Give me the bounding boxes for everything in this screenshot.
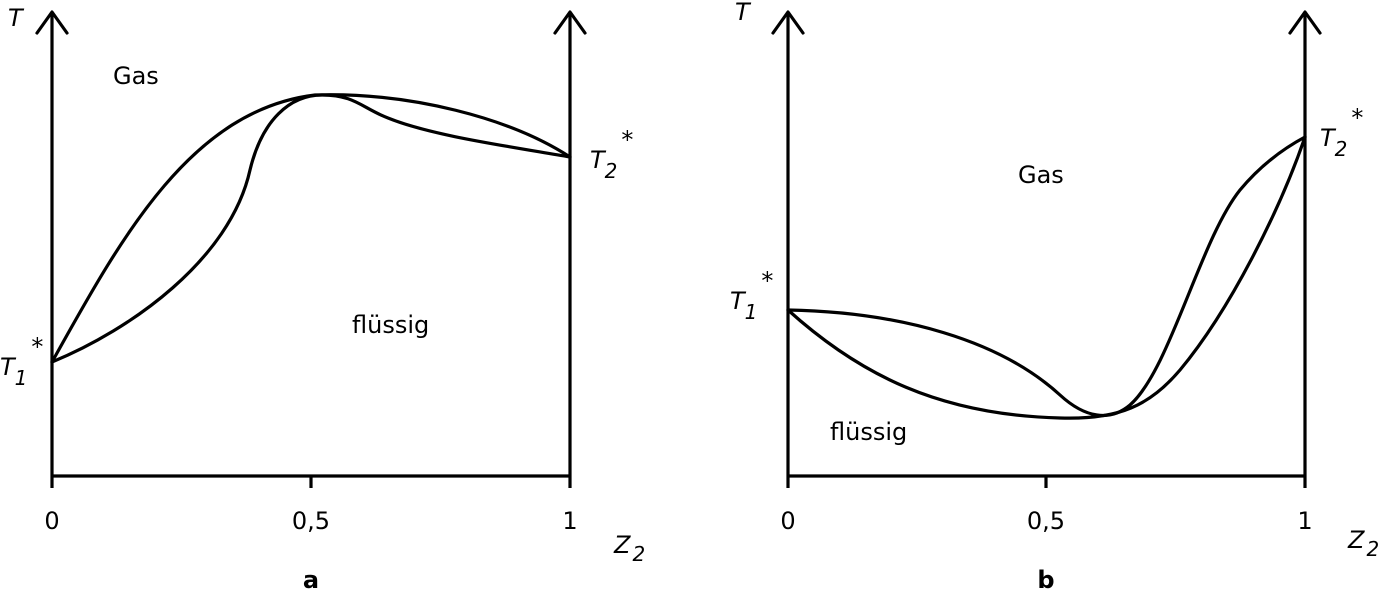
- diagram-b-tick-label-05: 0,5: [1027, 507, 1065, 535]
- diagram-b-gas-label: Gas: [1018, 161, 1064, 189]
- diagram-b-right-arrowhead-icon: [1288, 10, 1322, 35]
- diagram-a-gas-label: Gas: [113, 62, 159, 90]
- diagram-a-panel-label: a: [303, 566, 319, 593]
- diagram-a-tick-label-05: 0,5: [292, 507, 330, 535]
- diagram-b-panel-label: b: [1037, 566, 1054, 593]
- diagram-b-y-axis-label: T: [735, 0, 752, 26]
- diagram-a-t1-label: T1*: [0, 333, 43, 390]
- diagram-b-t2-label: T2*: [1320, 104, 1363, 161]
- diagram-a-dew-curve: [50, 93, 572, 364]
- diagram-a-liquid-label: flüssig: [352, 311, 429, 339]
- diagram-a-y-axis-label: T: [8, 4, 25, 32]
- diagram-b-dew-curve: [786, 135, 1307, 418]
- diagram-a-left-arrowhead-icon: [35, 10, 69, 35]
- diagram-a-tick-label-0: 0: [44, 507, 59, 535]
- diagram-a-tick-label-1: 1: [562, 507, 577, 535]
- diagram-b-tick-label-0: 0: [780, 507, 795, 535]
- diagram-a-boiling-curve: [50, 93, 572, 364]
- diagram-a-t2-label: T2*: [590, 126, 633, 183]
- diagram-b-t1-label: T1*: [730, 267, 773, 324]
- diagram-b-left-arrowhead-icon: [771, 10, 805, 35]
- diagram-a-right-arrowhead-icon: [553, 10, 587, 35]
- diagram-b-tick-label-1: 1: [1297, 507, 1312, 535]
- diagram-b-liquid-label: flüssig: [830, 418, 907, 446]
